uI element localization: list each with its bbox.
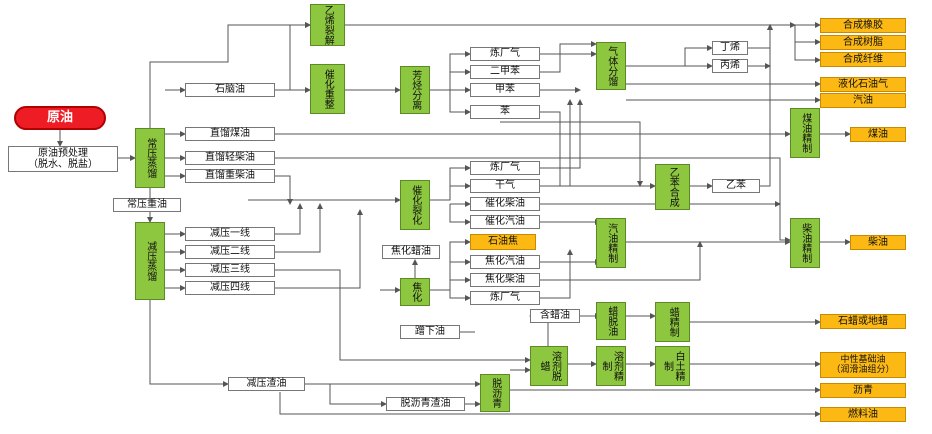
product-synthetic-fiber: 合成纤维 <box>820 52 906 67</box>
ethylene-cracking-node: 乙烯裂解 <box>310 4 345 46</box>
aromatics-separation-node: 芳烃分离 <box>400 66 430 114</box>
butene-node: 丁烯 <box>712 41 748 55</box>
styrene-synthesis-node: 乙苯合成 <box>655 164 690 210</box>
vacuum-cut-4-node: 减压四线 <box>185 281 275 295</box>
wax-deoiling-node: 蜡脱油 <box>596 302 626 340</box>
product-lpg: 液化石油气 <box>820 77 906 92</box>
catalytic-reforming-node: 催化重整 <box>310 64 345 114</box>
catalytic-diesel-node: 催化柴油 <box>470 197 540 211</box>
vacuum-distillation-node: 减压蒸馏 <box>135 222 165 300</box>
product-asphalt: 沥青 <box>820 383 906 398</box>
product-diesel: 柴油 <box>850 235 906 250</box>
straight-kerosene-node: 直馏煤油 <box>185 127 275 141</box>
atmospheric-residue-node: 常压重油 <box>113 198 181 212</box>
toluene-node: 甲苯 <box>470 83 540 97</box>
slack-oil-node: 蹭下油 <box>400 325 460 339</box>
kerosene-refining-node: 煤油精制 <box>790 108 820 158</box>
clay-refining-node: 白土精制 <box>655 346 690 386</box>
product-synthetic-rubber: 合成橡胶 <box>820 18 906 33</box>
product-base-oil: 中性基础油 （润滑油组分） <box>820 352 906 378</box>
dry-gas-node: 干气 <box>470 179 540 193</box>
crude-oil-node: 原油 <box>14 106 106 130</box>
pretreatment-node: 原油预处理 （脱水、脱盐） <box>8 146 118 172</box>
straight-heavy-diesel-node: 直馏重柴油 <box>185 169 275 183</box>
wax-oil-node: 含蜡油 <box>530 309 580 323</box>
gas-fractionation-node: 气体分馏 <box>596 42 626 90</box>
product-gasoline: 汽油 <box>820 93 906 108</box>
xylene-node: 二甲苯 <box>470 65 540 79</box>
atmospheric-distillation-node: 常压蒸馏 <box>135 128 165 188</box>
product-wax: 石蜡或地蜡 <box>820 314 906 329</box>
vacuum-cut-1-node: 减压一线 <box>185 227 275 241</box>
coker-gasoline-node: 焦化汽油 <box>470 255 540 269</box>
propylene-node: 丙烯 <box>712 59 748 73</box>
product-fuel-oil: 燃料油 <box>820 407 906 422</box>
petroleum-coke-node: 石油焦 <box>470 234 536 250</box>
deasphalting-node: 脱沥青 <box>480 374 510 412</box>
product-synthetic-resin: 合成树脂 <box>820 35 906 50</box>
coker-wax-oil-node: 焦化蜡油 <box>382 245 440 259</box>
catalytic-gasoline-node: 催化汽油 <box>470 215 540 229</box>
vacuum-cut-3-node: 减压三线 <box>185 263 275 277</box>
wax-refining-node: 蜡精制 <box>655 302 690 342</box>
coking-node: 焦化 <box>400 278 430 306</box>
coker-diesel-node: 焦化柴油 <box>470 273 540 287</box>
vacuum-residue-node: 减压渣油 <box>228 377 305 391</box>
straight-light-diesel-node: 直馏轻柴油 <box>185 151 275 165</box>
diesel-refining-node: 柴油精制 <box>790 218 820 268</box>
product-kerosene: 煤油 <box>850 127 906 142</box>
catalytic-cracking-node: 催化裂化 <box>400 180 430 230</box>
benzene-node: 苯 <box>470 105 540 119</box>
gasoline-refining-node: 汽油精制 <box>596 218 626 268</box>
styrene-node: 乙苯 <box>712 179 760 193</box>
vacuum-cut-2-node: 减压二线 <box>185 245 275 259</box>
solvent-refining-node: 溶剂精制 <box>596 346 626 386</box>
naphtha-node: 石脑油 <box>185 83 275 97</box>
refinery-gas-2-node: 炼厂气 <box>470 161 540 175</box>
refinery-gas-1-node: 炼厂气 <box>470 47 540 61</box>
solvent-dewaxing-node: 溶剂脱蜡 <box>530 346 568 386</box>
refinery-gas-3-node: 炼厂气 <box>470 291 540 305</box>
deasphalted-residue-node: 脱沥青渣油 <box>386 397 465 411</box>
